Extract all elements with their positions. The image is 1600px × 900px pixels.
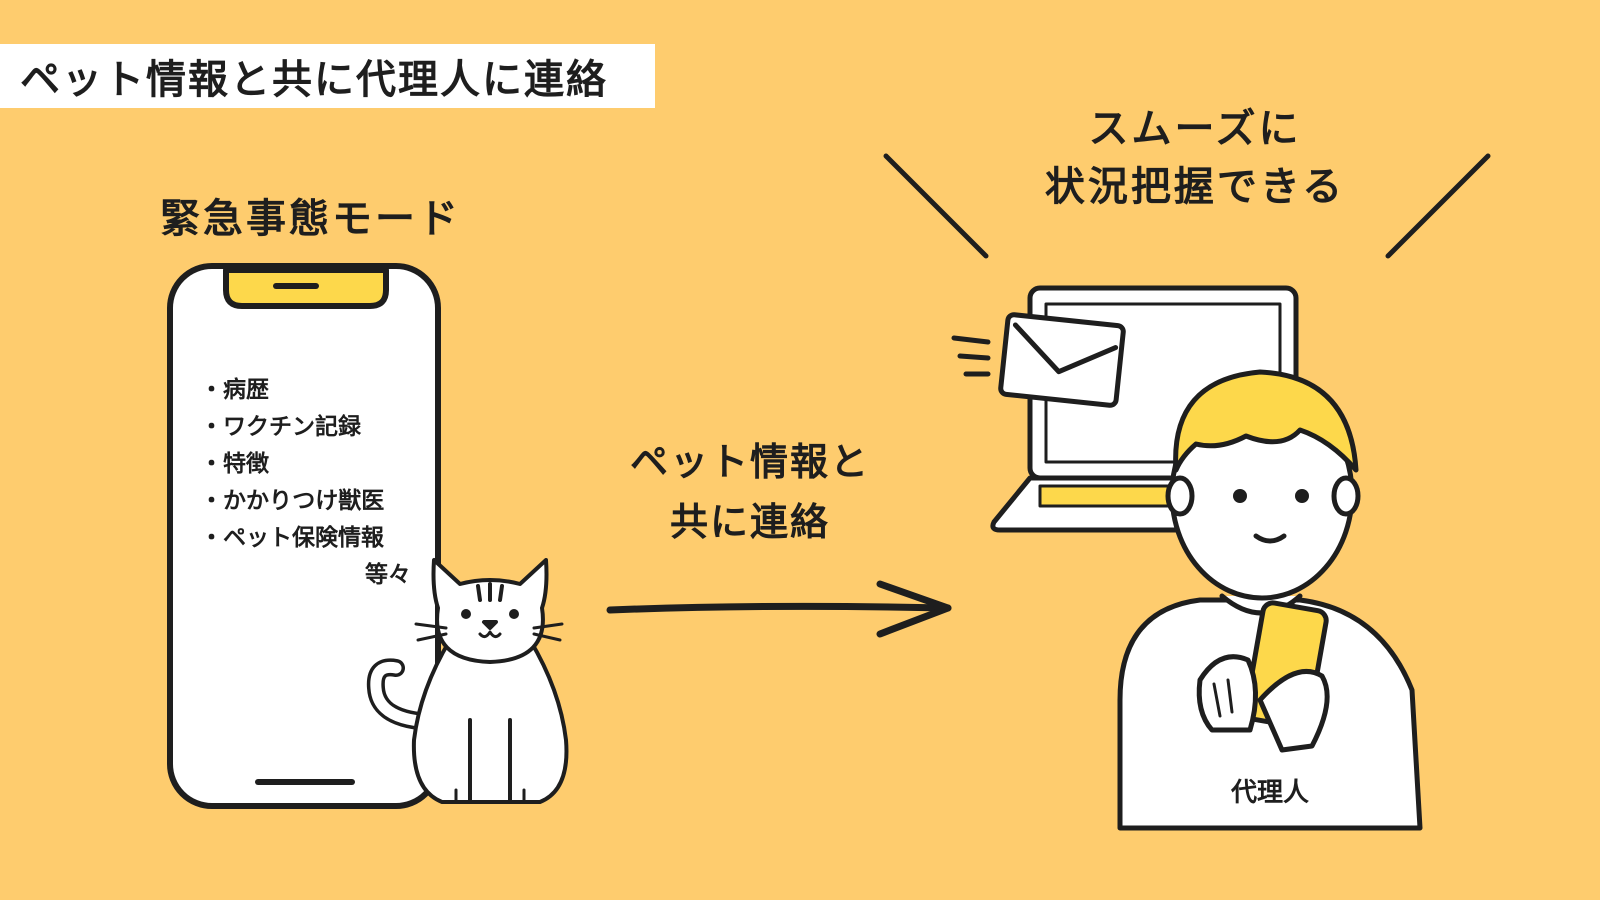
- burst-line-left: [883, 153, 989, 259]
- result-label-line1: スムーズに: [1088, 106, 1302, 152]
- cat-icon: [366, 558, 569, 804]
- mail-icon: [951, 312, 1126, 408]
- emergency-mode-label: 緊急事態モード: [160, 196, 461, 242]
- burst-line-right: [1385, 153, 1491, 259]
- page-title: ペット情報と共に代理人に連絡: [0, 44, 655, 108]
- result-label-line2: 状況把握できる: [1044, 164, 1346, 210]
- list-item: 特徴: [200, 446, 415, 483]
- arrow-label-line1: ペット情報と: [629, 440, 870, 484]
- arrow-label: ペット情報と 共に連絡: [600, 432, 900, 552]
- list-item: ペット保険情報: [200, 520, 415, 557]
- arrow-icon: [606, 580, 952, 638]
- pet-info-list: 病歴 ワクチン記録 特徴 かかりつけ獣医 ペット保険情報 等々: [200, 372, 415, 594]
- list-item: ワクチン記録: [200, 409, 415, 446]
- agent-label: 代理人: [1230, 778, 1309, 808]
- result-label: スムーズに 状況把握できる: [1030, 100, 1360, 216]
- agent-person-icon: [1117, 369, 1423, 831]
- list-item: 病歴: [200, 372, 415, 409]
- arrow-label-line2: 共に連絡: [669, 500, 830, 544]
- list-etc: 等々: [365, 562, 411, 588]
- list-item: かかりつけ獣医: [200, 483, 415, 520]
